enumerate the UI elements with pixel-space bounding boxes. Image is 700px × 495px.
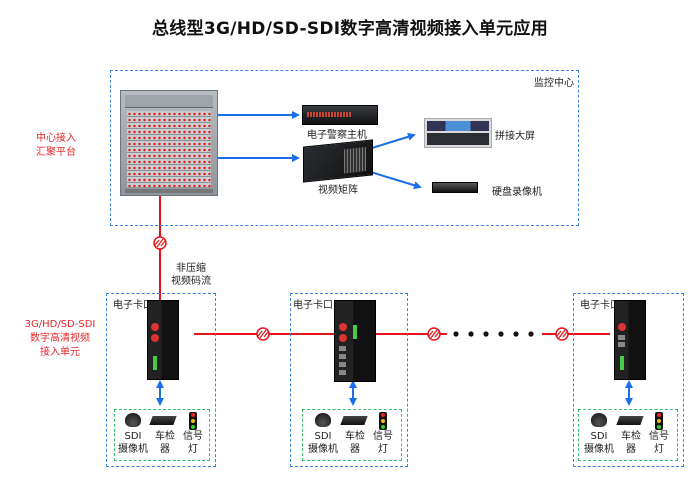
endpoint-sdi-camera: SDI 摄像机: [584, 431, 614, 455]
endpoint-traffic-light: 信号 灯: [183, 431, 203, 455]
diagram-title: 总线型3G/HD/SD-SDI数字高清视频接入单元应用: [151, 19, 549, 39]
video-matrix-label: 视频矩阵: [318, 185, 358, 196]
endpoint-traffic-light: 信号 灯: [649, 431, 669, 455]
checkpoint-box: [106, 293, 216, 467]
endpoint-traffic-light: 信号 灯: [373, 431, 393, 455]
endpoint-group: [302, 409, 402, 461]
vehicle-detector-icon: [149, 416, 177, 425]
fiber-symbol-icon: [153, 236, 167, 250]
checkpoint-label: 电子卡口: [113, 300, 153, 311]
video-matrix-device: [303, 139, 373, 183]
endpoint-vehicle-detector: 车检 器: [621, 431, 641, 455]
traffic-light-icon: [189, 412, 197, 430]
camera-icon: [315, 413, 331, 427]
camera-icon: [591, 413, 607, 427]
fiber-symbol-icon: [427, 327, 441, 341]
endpoint-sdi-camera: SDI 摄像机: [308, 431, 338, 455]
sdi-access-unit: [614, 300, 646, 380]
dvr-label: 硬盘录像机: [492, 187, 542, 198]
arrow-to-dvr: [363, 169, 422, 190]
platform-label: 中心接入 汇聚平台: [36, 133, 76, 158]
endpoint-vehicle-detector: 车检 器: [345, 431, 365, 455]
checkpoint-label: 电子卡口: [293, 300, 333, 311]
checkpoint-box: [290, 293, 408, 467]
link-label: 非压缩 视频码流: [171, 263, 211, 287]
continuation-dots: [453, 331, 534, 337]
police-host-server: [302, 105, 378, 125]
dvr-device: [432, 182, 478, 193]
sdi-access-unit: [147, 300, 179, 380]
endpoint-vehicle-detector: 车检 器: [155, 431, 175, 455]
aggregation-platform-chassis: [120, 90, 218, 196]
police-host-label: 电子警察主机: [307, 130, 367, 141]
vehicle-detector-icon: [616, 416, 644, 425]
endpoint-sdi-camera: SDI 摄像机: [118, 431, 148, 455]
fiber-symbol-icon: [555, 327, 569, 341]
traffic-light-icon: [379, 412, 387, 430]
unit-label: 3G/HD/SD-SDI 数字高清视频 接入单元: [24, 319, 96, 358]
camera-icon: [125, 413, 141, 427]
checkpoint-box: [573, 293, 684, 467]
vehicle-detector-icon: [340, 416, 368, 425]
checkpoint-label: 电子卡口: [580, 300, 620, 311]
sdi-access-unit: [334, 300, 376, 382]
traffic-light-icon: [655, 412, 663, 430]
endpoint-group: [114, 409, 210, 461]
endpoint-group: [578, 409, 678, 461]
video-wall-screen: [424, 118, 492, 148]
fiber-symbol-icon: [256, 327, 270, 341]
arrow-to-video-wall: [371, 132, 416, 149]
monitoring-center-label: 监控中心: [534, 78, 574, 89]
video-wall-label: 拼接大屏: [495, 131, 535, 142]
monitoring-center-box: [110, 70, 579, 226]
